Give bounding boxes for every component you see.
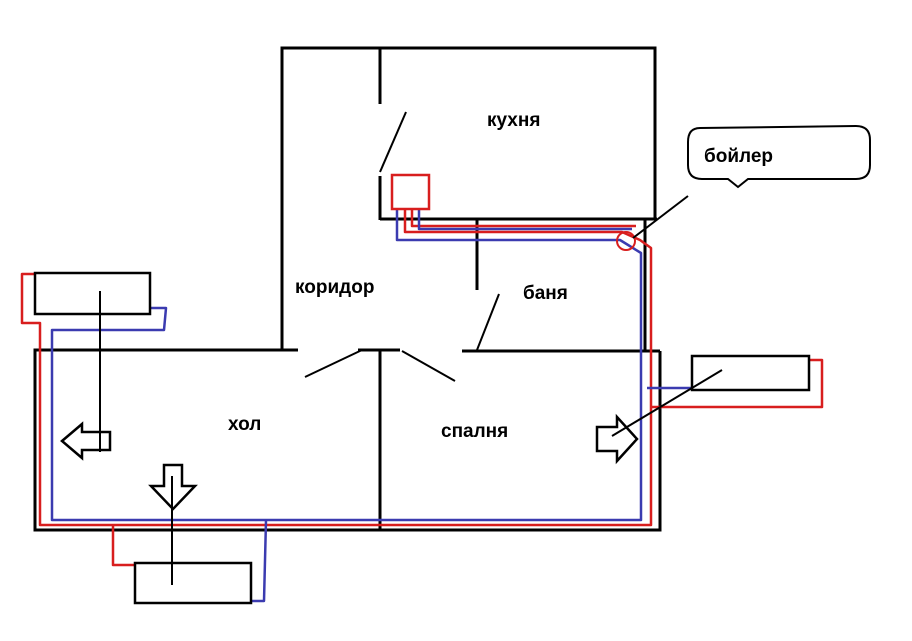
callout-boiler-label: бойлер (704, 146, 773, 167)
boiler-box (390, 173, 431, 211)
radiator-right-connector (611, 369, 723, 437)
hot-pipe-bottom-radiator (111, 525, 135, 567)
radiator-top-left (33, 271, 152, 316)
boiler-circle (616, 231, 636, 251)
callout-bubble (687, 124, 871, 189)
cold-pipe-kitchen-branch (417, 208, 632, 231)
room-labels: кухня коридор баня хол спалня (228, 110, 568, 442)
room-label-hall: хол (228, 414, 261, 435)
arrow-left-icon (60, 421, 112, 461)
bath-door (476, 293, 500, 351)
airflow-arrows (60, 291, 723, 585)
upper-block-walls (280, 46, 657, 350)
cold-pipe-bottom-radiator (252, 519, 268, 603)
boiler-callout: бойлер (632, 124, 871, 239)
walls (33, 46, 662, 532)
kitchen-door (379, 111, 407, 173)
doors (304, 111, 500, 382)
lower-block-walls (33, 348, 662, 532)
room-label-corridor: коридор (295, 277, 374, 298)
cold-pipe-main (50, 208, 643, 522)
radiators (33, 271, 811, 605)
bedroom-door (401, 350, 456, 382)
hall-door (304, 349, 363, 378)
room-label-bedroom: спалня (441, 421, 508, 442)
hot-pipe-main (20, 208, 653, 527)
heating-pipes (20, 208, 824, 603)
room-label-kitchen: кухня (487, 110, 540, 131)
radiator-bottom (133, 561, 253, 605)
hot-pipe-right-radiator (651, 358, 824, 409)
radiator-right (690, 354, 811, 392)
callout-pointer-line (632, 195, 689, 239)
room-label-bath: баня (523, 283, 568, 304)
hot-pipe-kitchen-branch (410, 208, 636, 228)
